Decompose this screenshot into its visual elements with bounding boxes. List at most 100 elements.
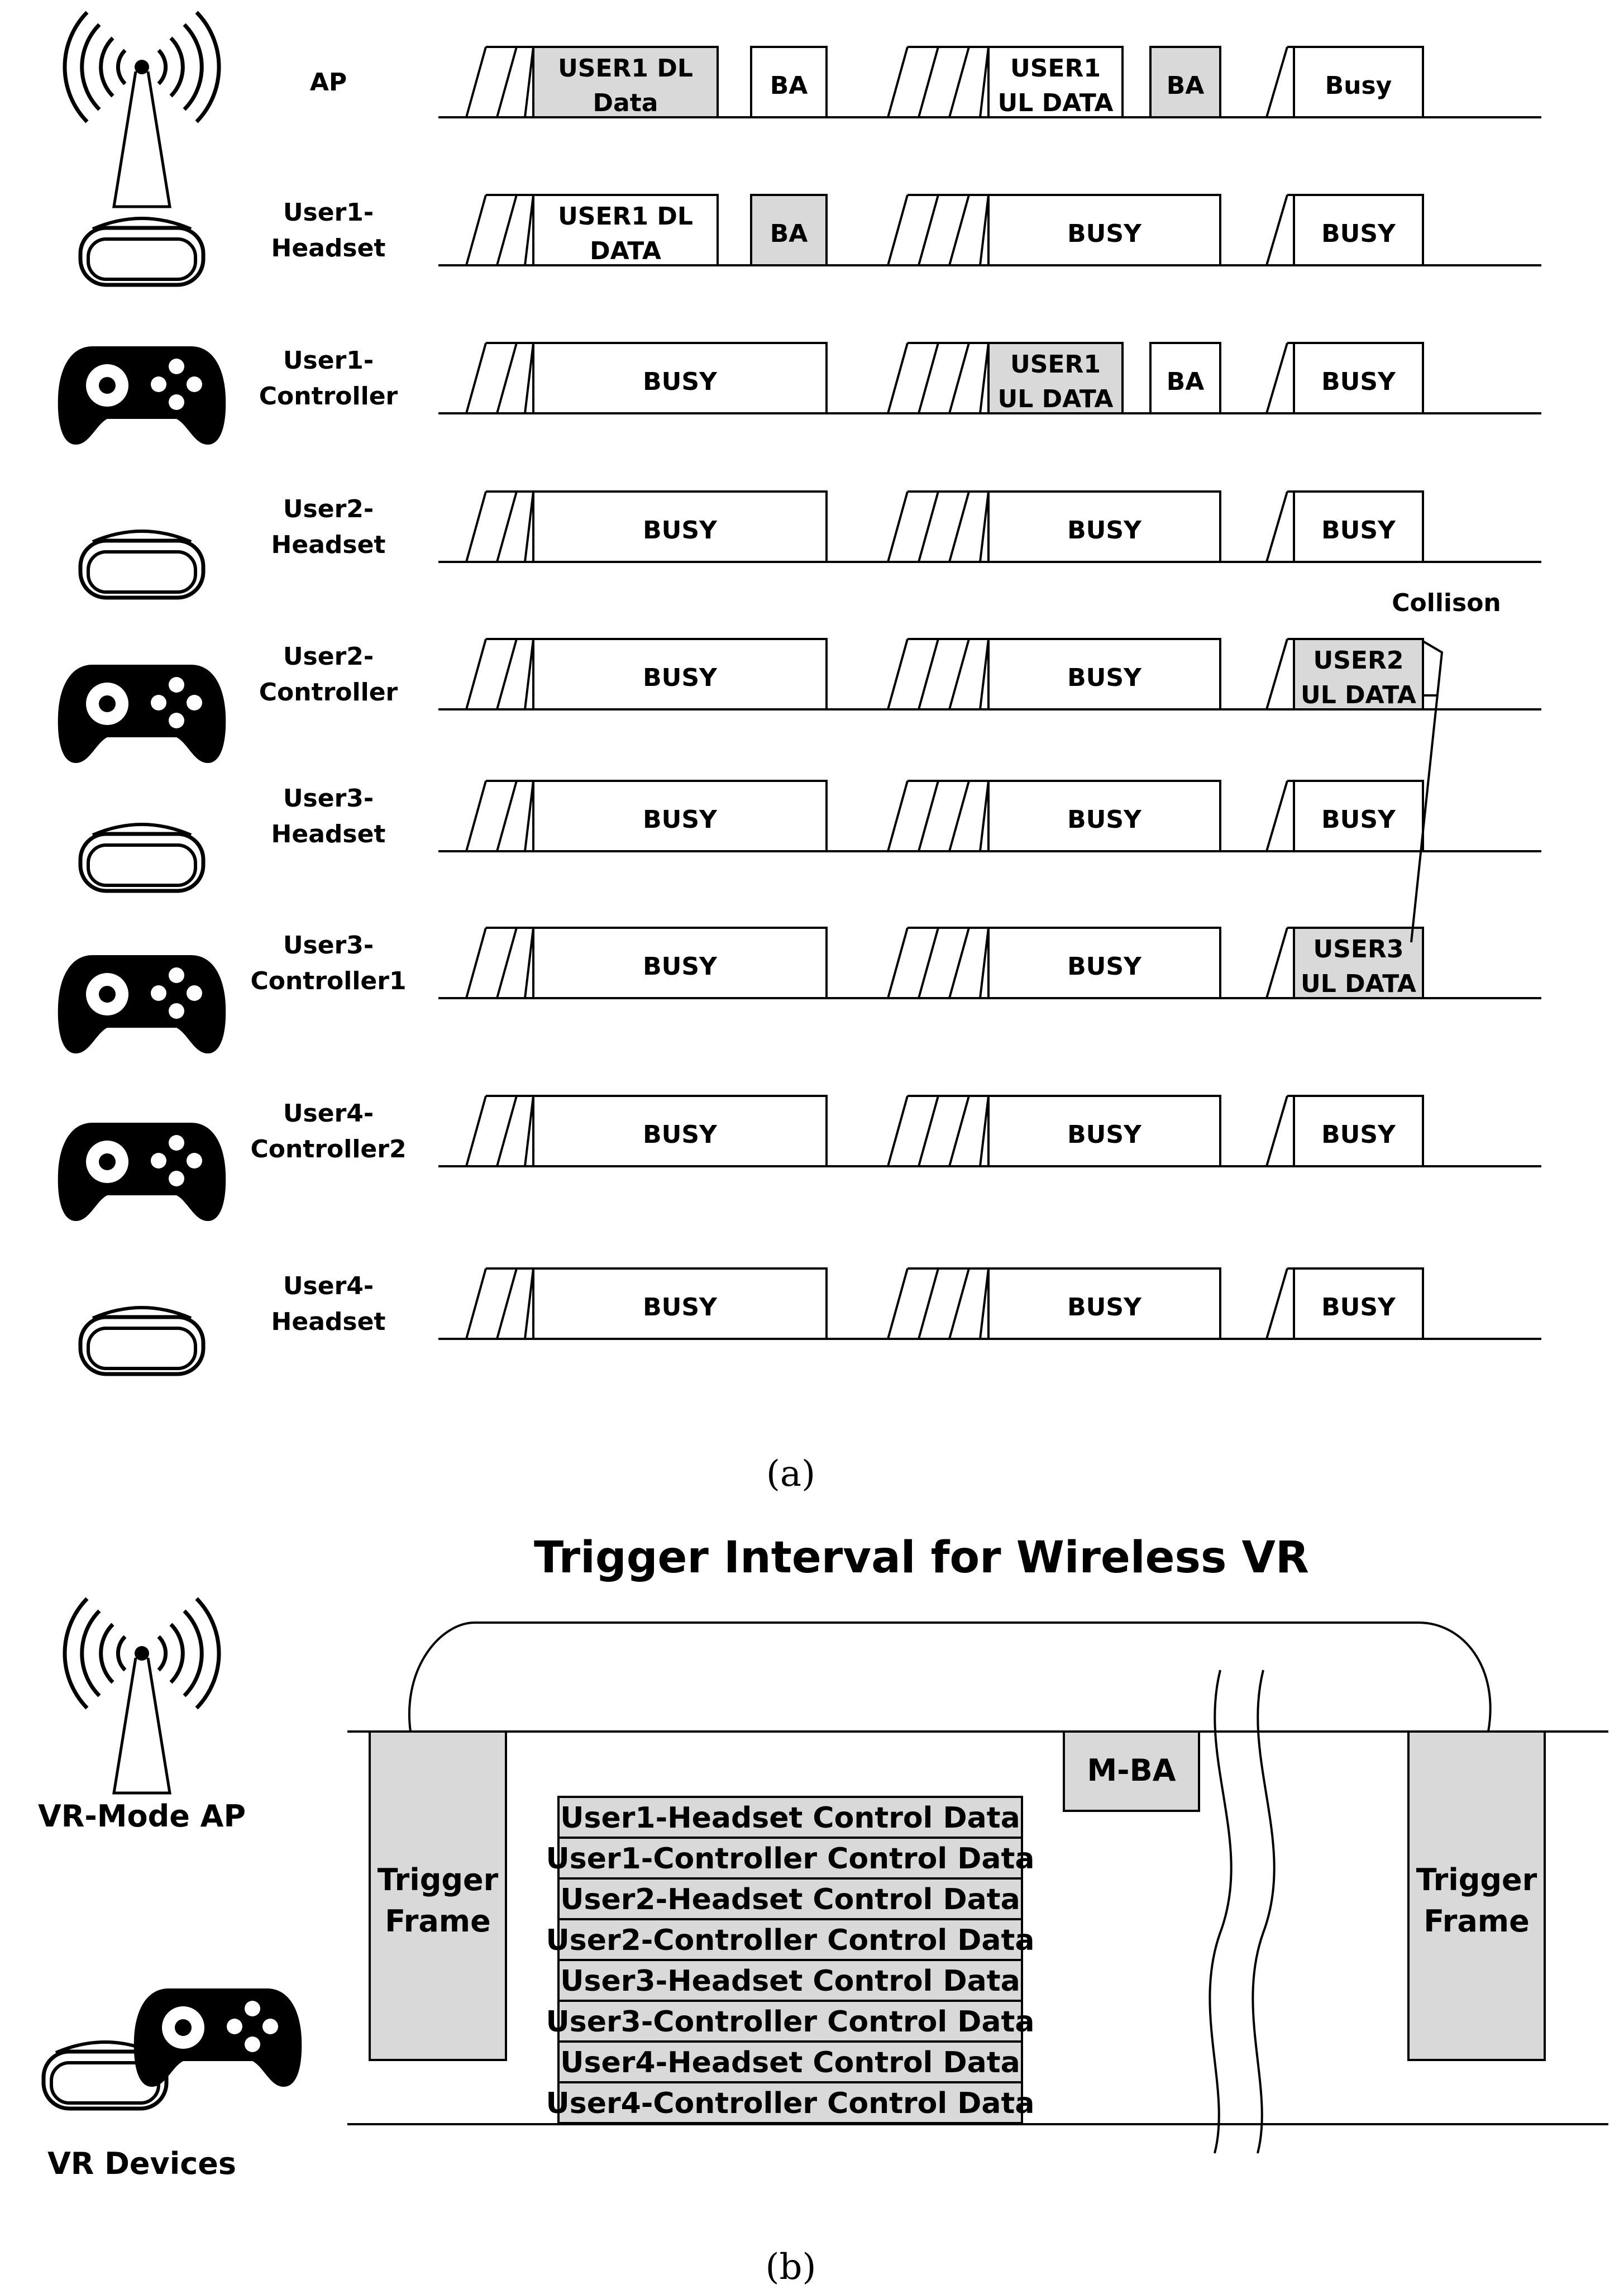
row-label: Controller	[259, 678, 398, 707]
backoff-slash	[496, 491, 518, 562]
backoff-slash	[887, 1268, 909, 1339]
backoff-slash	[918, 342, 939, 414]
gamepad-icon	[58, 955, 226, 1053]
backoff-slash	[524, 927, 534, 999]
row-label: User2-	[283, 642, 374, 671]
backoff-slash	[465, 342, 487, 414]
frame-label: BUSY	[643, 516, 718, 545]
backoff-slash	[979, 342, 990, 414]
backoff-slash	[524, 780, 534, 852]
frame-label: BUSY	[1321, 1120, 1396, 1149]
backoff-slash	[979, 780, 990, 852]
frame-box	[1293, 1267, 1424, 1340]
frame-label: USER3	[1313, 935, 1404, 964]
backoff-slash	[948, 638, 970, 710]
frame-box	[987, 194, 1221, 266]
frame-box	[1293, 927, 1424, 999]
backoff-slash	[979, 194, 990, 266]
row-label: Controller	[259, 382, 398, 411]
frame-box	[1293, 490, 1424, 563]
frame-label: USER1	[1010, 54, 1101, 83]
frame-label: BUSY	[1067, 952, 1142, 981]
headset-icon	[80, 1308, 203, 1374]
backoff-slash	[496, 1268, 518, 1339]
backoff-slash	[1265, 342, 1288, 414]
antenna-icon	[65, 1599, 219, 1793]
backoff-slash	[496, 46, 518, 118]
frame-box	[532, 194, 719, 266]
backoff-slash	[1265, 638, 1288, 710]
backoff-slash	[524, 342, 534, 414]
frame-label: BUSY	[643, 368, 718, 396]
frame-label: UL DATA	[1301, 970, 1416, 998]
backoff-slash	[979, 927, 990, 999]
backoff-slash	[1265, 46, 1288, 118]
row-label: AP	[310, 68, 347, 97]
frame-box	[987, 1095, 1221, 1167]
backoff-slash	[979, 1268, 990, 1339]
backoff-slash	[887, 46, 909, 118]
frame-box	[987, 638, 1221, 710]
frame-label: BUSY	[643, 805, 718, 834]
row-label: Headset	[271, 531, 386, 559]
frame-label: BA	[1167, 368, 1205, 396]
backoff-slash	[948, 780, 970, 852]
headset-icon	[80, 531, 203, 598]
frame-label: UL DATA	[1301, 681, 1416, 709]
time-break	[1209, 1670, 1233, 2154]
frame-box	[750, 46, 828, 118]
control-data-label: User2-Headset Control Data	[560, 1883, 1020, 1916]
frame-label: BUSY	[1321, 368, 1396, 396]
frame-label: BUSY	[1321, 805, 1396, 834]
caption-a: (a)	[766, 1453, 815, 1495]
backoff-slash	[918, 1095, 939, 1167]
frame-box	[532, 490, 828, 563]
row-label: Headset	[271, 234, 386, 263]
backoff-slash	[979, 638, 990, 710]
backoff-slash	[918, 194, 939, 266]
backoff-slash	[887, 927, 909, 999]
control-data-label: User1-Controller Control Data	[546, 1842, 1035, 1876]
control-data-cell	[557, 1959, 1023, 2002]
backoff-slash	[979, 1095, 990, 1167]
backoff-slash	[1265, 1268, 1288, 1339]
frame-box	[1293, 1095, 1424, 1167]
row-label: User3-	[283, 931, 374, 960]
trigger-frame-right	[1407, 1730, 1546, 2061]
frame-box	[1293, 342, 1424, 414]
frame-label: USER1 DL	[558, 54, 693, 83]
row-label: User3-	[283, 784, 374, 813]
backoff-slash	[1265, 194, 1288, 266]
backoff-slash	[948, 46, 970, 118]
frame-label: UL DATA	[998, 89, 1114, 117]
backoff-slash	[496, 342, 518, 414]
row-label: User1-	[283, 346, 374, 375]
backoff-slash	[1265, 927, 1288, 999]
frame-box	[987, 342, 1124, 414]
backoff-slash	[496, 1095, 518, 1167]
frame-label: DATA	[590, 237, 661, 265]
row-label: User4-	[283, 1272, 374, 1300]
frame-box	[532, 1095, 828, 1167]
row-label: Headset	[271, 1308, 386, 1336]
frame-label: USER1	[1010, 350, 1101, 379]
backoff-slash	[948, 927, 970, 999]
vr-devices-label: VR Devices	[47, 2146, 236, 2181]
diagram-b-title: Trigger Interval for Wireless VR	[534, 1533, 1309, 1583]
backoff-slash	[524, 194, 534, 266]
frame-label: BUSY	[1321, 1293, 1396, 1322]
frame-box	[750, 194, 828, 266]
backoff-slash	[465, 780, 487, 852]
trigger-frame-right-label: Trigger	[1416, 1862, 1537, 1897]
backoff-slash	[1265, 1095, 1288, 1167]
backoff-slash	[918, 491, 939, 562]
frame-box	[1149, 46, 1221, 118]
headset-icon	[80, 824, 203, 891]
backoff-slash	[979, 46, 990, 118]
antenna-icon	[65, 12, 219, 207]
